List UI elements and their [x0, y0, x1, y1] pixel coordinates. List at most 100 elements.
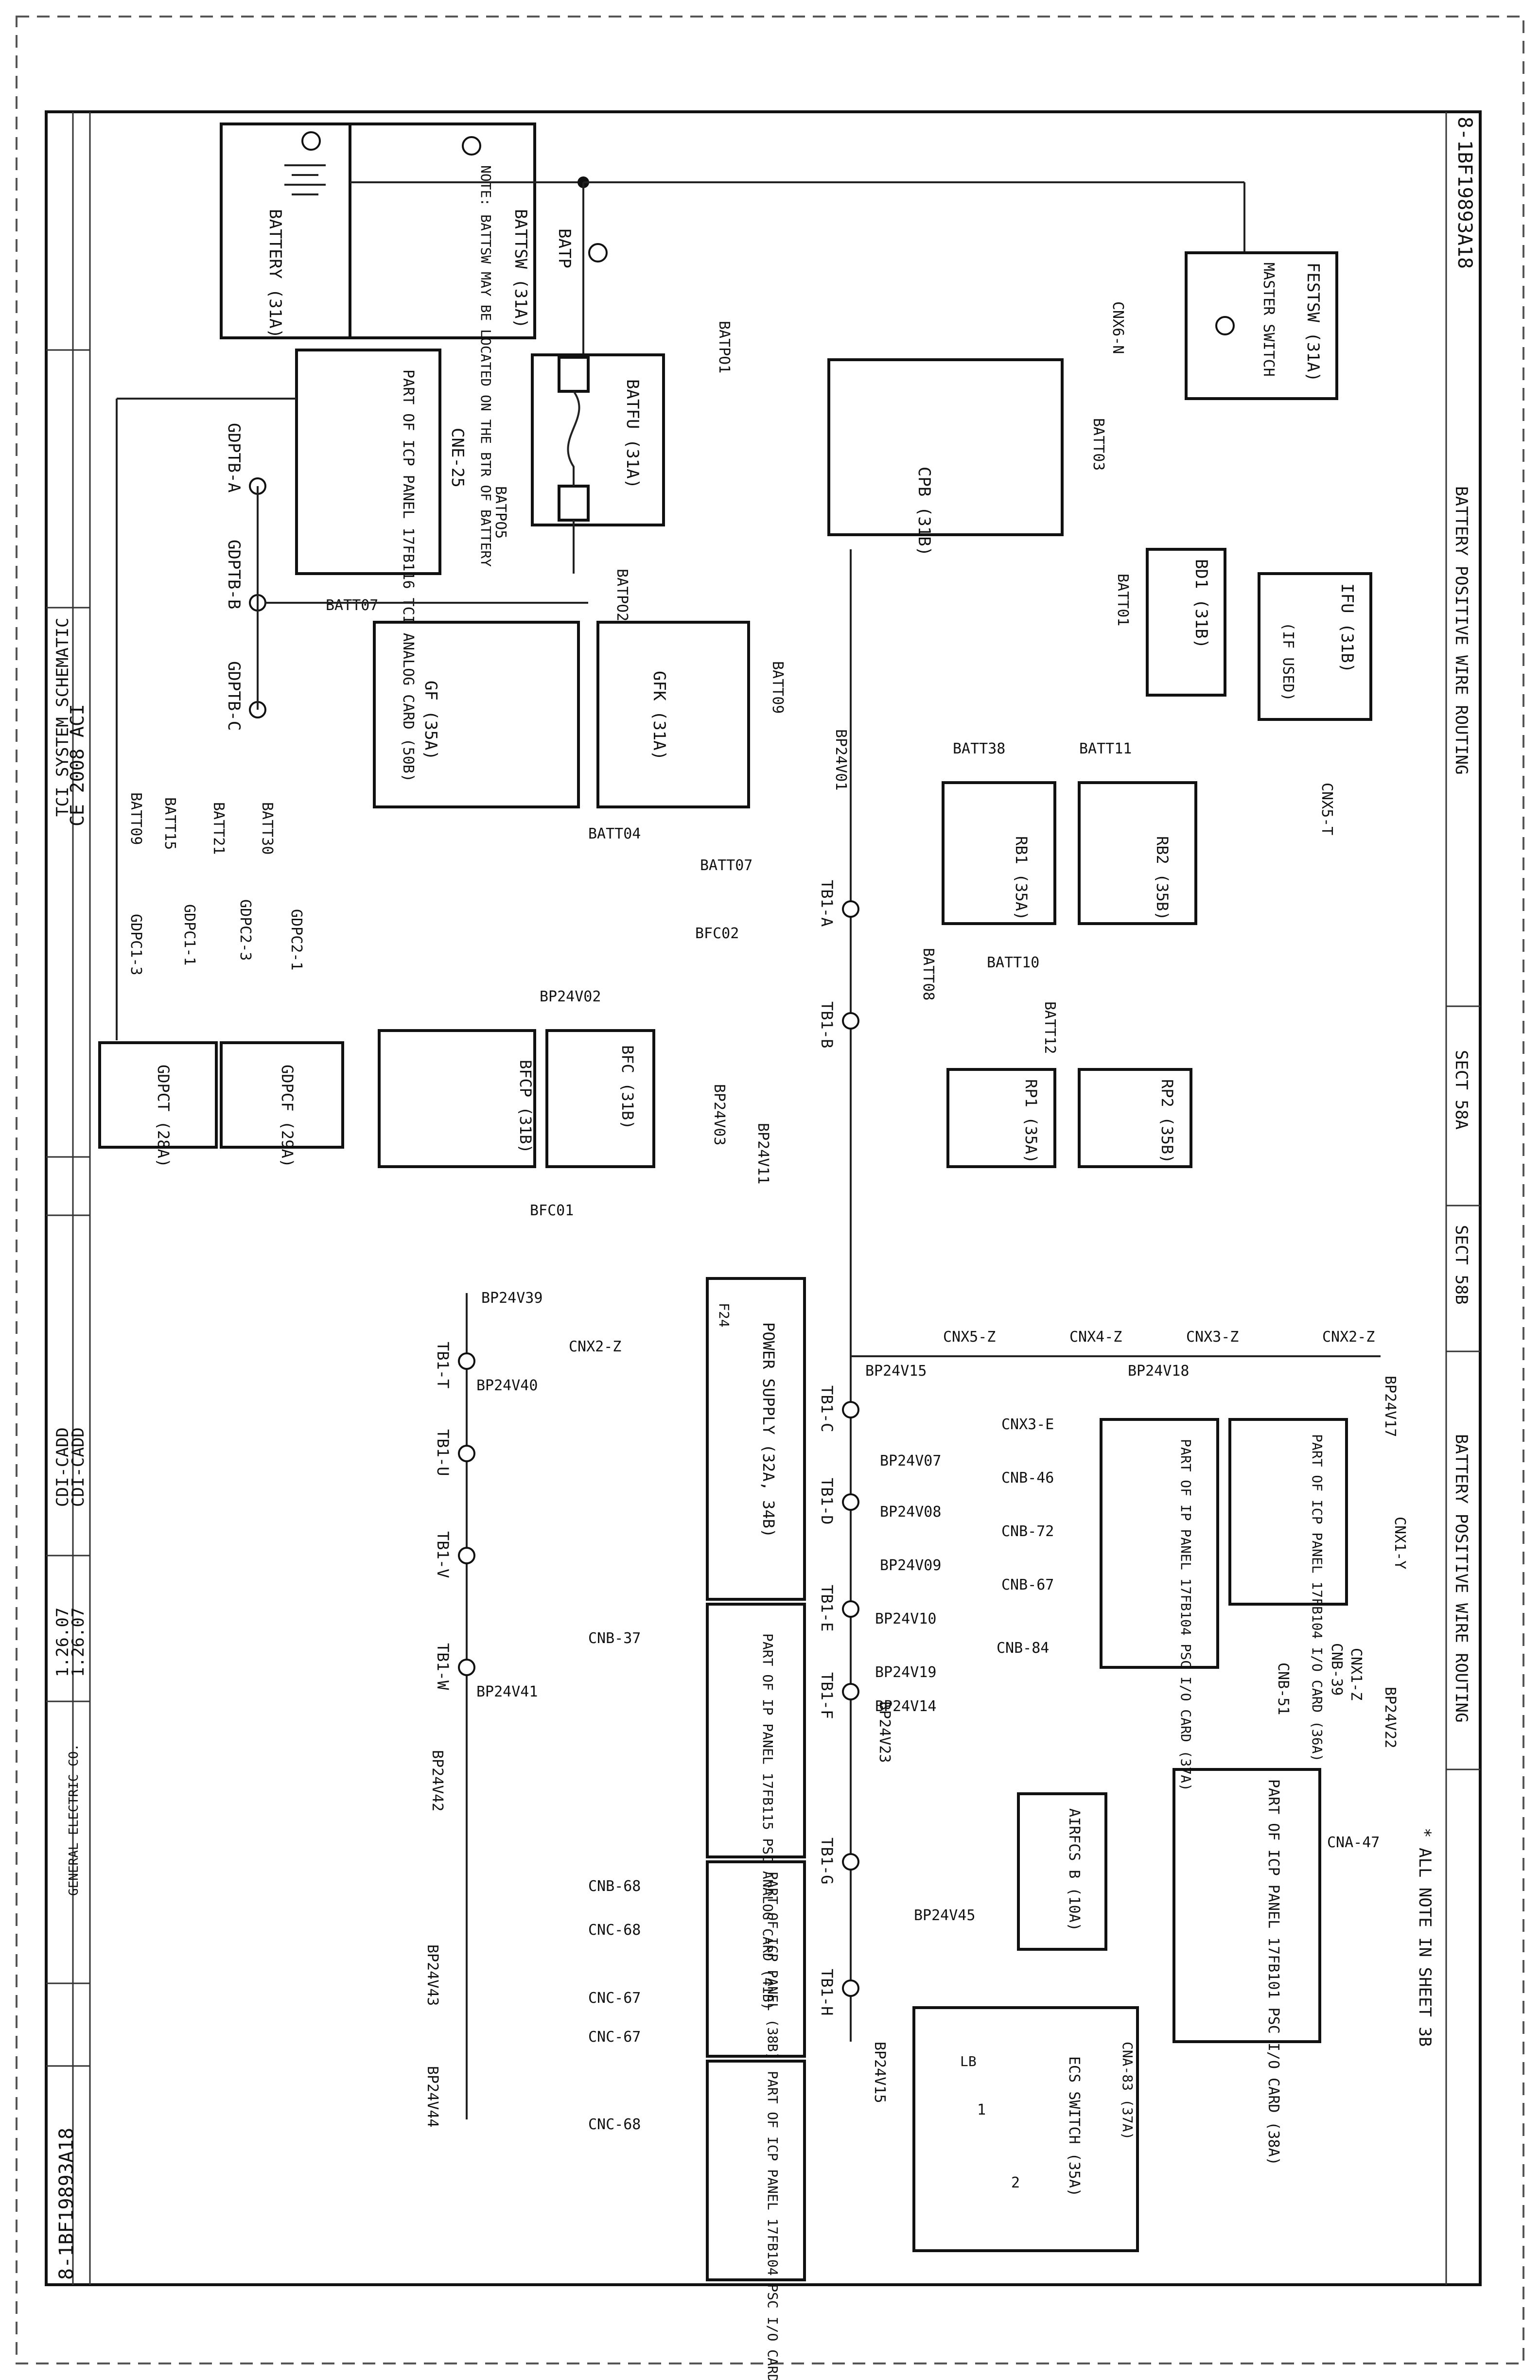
bfc01-label: BFC01: [530, 1202, 574, 1219]
bfcp-label: BFCP (31B): [516, 1060, 535, 1154]
airfcs-label: AIRFCS B (10A): [1066, 1808, 1083, 1931]
tb1-d-label: TB1-D: [818, 1478, 836, 1524]
rb1-box: [942, 781, 1056, 925]
ecs-pos-2: 2: [1011, 2174, 1020, 2191]
bp24v22-label: BP24V22: [1382, 1687, 1399, 1748]
cnc-68-label: CNC-68: [588, 1922, 641, 1939]
ip-rio-box: [1100, 1418, 1219, 1669]
tb1-c-label: TB1-C: [818, 1385, 836, 1432]
bp24v45-label: BP24V45: [914, 1907, 975, 1924]
cnb-37-label: CNB-37: [588, 1630, 641, 1647]
sheet-note: * ALL NOTE IN SHEET 3B: [1415, 1828, 1435, 2047]
cnx5-z-label: CNX5-Z: [943, 1329, 996, 1346]
bp24v40-label: BP24V40: [476, 1377, 538, 1394]
gdptb-c-label: GDPTB-C: [224, 661, 244, 731]
gdpc1-1-label: GDPC1-1: [181, 904, 198, 965]
bp24v43-label: BP24V43: [424, 1944, 441, 2006]
batp-label: BATP: [555, 228, 574, 268]
icp-e-label: PART OF ICP PANEL 17FB104 PSC I/O CARD (…: [765, 2071, 781, 2380]
batt10-label: BATT10: [987, 954, 1039, 971]
bp24v10-label: BP24V10: [875, 1610, 936, 1628]
bp24v15-label: BP24V15: [865, 1363, 927, 1380]
rb2-label: RB2 (35B): [1153, 836, 1172, 920]
cnb-72-label: CNB-46: [1001, 1470, 1054, 1487]
batt15-label: BATT15: [161, 797, 178, 850]
cnc-67b-label: CNC-67: [588, 2029, 641, 2046]
tb1-e-label: TB1-E: [818, 1585, 836, 1631]
drawing-title: TCI SYSTEM SCHEMATIC: [53, 618, 72, 817]
cnx3-e-label: CNX2-Z: [569, 1338, 621, 1355]
bp24v15b-label: BP24V15: [871, 2042, 888, 2103]
gdptb-b-label: GDPTB-B: [224, 540, 244, 609]
battsw-label: BATTSW (31A): [511, 209, 530, 329]
tb1-left-nodes: [458, 1352, 475, 1676]
tb1-f-label: TB1-F: [818, 1672, 836, 1719]
cnc-67-label: CNC-67: [588, 1990, 641, 2007]
icp-panel-a-label: PART OF ICP PANEL 17FB116 TCI ANALOG CAR…: [400, 369, 417, 782]
bp24v44-label: BP24V44: [424, 2066, 441, 2127]
batpo2-label: BATPO2: [613, 569, 630, 621]
tb1-u-label: TB1-U: [434, 1429, 452, 1476]
batt04-label: BATT04: [588, 825, 641, 842]
batpo1-label: BATPO1: [716, 321, 733, 373]
customer-text: CE 2008 ACI: [67, 704, 88, 826]
bfc-box: [545, 1029, 655, 1168]
airfcs-box: [1017, 1792, 1107, 1951]
bp24v18-label: BP24V18: [1128, 1363, 1189, 1380]
icp-e-box: [706, 2060, 806, 2281]
battsw-box: [349, 122, 536, 339]
batt01-label: BATT01: [1114, 574, 1131, 626]
cnb-39-label: CNB-39: [1328, 1643, 1345, 1696]
made-by-text: CDI-CADD: [53, 1427, 72, 1507]
bp24v09-label: BP24V09: [880, 1557, 941, 1574]
batfu-term-a: [558, 356, 590, 393]
icp-rio-label: PART OF ICP PANEL 17FB104 I/O CARD (36A): [1309, 1434, 1325, 1762]
battsw-note: NOTE: BATTSW MAY BE LOCATED ON THE BTR O…: [478, 165, 494, 567]
page-border: [16, 16, 1524, 2364]
title-block-texts: TCI SYSTEM SCHEMATIC CE 2008 ACI CDI-CAD…: [53, 618, 88, 2280]
batt09-label: BATT09: [769, 661, 786, 714]
cpb-box: [827, 358, 1064, 536]
gdpct-label: GDPCT (28A): [154, 1065, 173, 1168]
ip-analog-label: PART OF IP PANEL 17FB115 PSC ANALOG CARD…: [760, 1633, 776, 2010]
cnx1-y-label: CNX1-Y: [1391, 1517, 1408, 1569]
cnx5-t-label: CNX5-T: [1318, 783, 1335, 835]
batt03-label: BATT03: [1090, 418, 1107, 471]
date-made-text: 1.26.07: [53, 1608, 72, 1677]
section-a-label: BATTERY POSITIVE WIRE ROUTING: [1452, 486, 1471, 775]
bp24v11-label: BP24V11: [754, 1123, 771, 1184]
ip-analog-box: [706, 1603, 806, 1858]
batfu-term-b: [558, 485, 590, 522]
cpb-label: CPB (31B): [914, 467, 934, 556]
gdpc2-1-label: GDPC2-1: [288, 909, 305, 970]
icp-card-label: PART OF ICP PANEL 17FB101 PSC I/O CARD (…: [1265, 1779, 1282, 2166]
cnb-67-label: CNB-72: [1001, 1523, 1054, 1540]
gdpcf-box: [220, 1041, 344, 1149]
batp-marker: [588, 243, 608, 262]
right-title-strip: 8-1BF19893A18 BATTERY POSITIVE WIRE ROUT…: [1415, 112, 1480, 2285]
batt07b-label: BATT07: [700, 857, 752, 874]
ecs-pos-1: 1: [977, 2101, 986, 2118]
bp24v02-label: BP24V02: [540, 988, 601, 1005]
bp24v39-label: BP24V39: [481, 1290, 542, 1307]
festsw-box: [1185, 251, 1338, 400]
cnb-84-label: CNB-67: [1001, 1576, 1054, 1593]
tb1-a-label: TB1-A: [818, 880, 836, 927]
batt11-label: BATT11: [1079, 740, 1132, 757]
festsw-label: FESTSW (31A): [1303, 262, 1323, 382]
icp-panel-a-box: [295, 349, 441, 575]
batt12-label: BATT12: [1041, 1001, 1058, 1054]
bd1-box: [1146, 548, 1226, 697]
batpo5-label: BATPO5: [492, 486, 509, 539]
ifu-box: [1258, 572, 1372, 721]
ecs-conn-label: CNA-83 (37A): [1120, 2042, 1136, 2140]
cnx1-z-label: CNX1-Z: [1348, 1648, 1365, 1700]
bp24v23-label: BP24V23: [876, 1701, 893, 1763]
master-switch-label: MASTER SWITCH: [1260, 262, 1277, 377]
battsw-marker: [462, 136, 481, 156]
cnx1-k-label: CNB-84: [997, 1640, 1049, 1657]
cnb-68-label: CNB-68: [588, 1878, 641, 1895]
power-supply-label: POWER SUPPLY (32A, 34B): [759, 1322, 778, 1538]
rp2-box: [1078, 1068, 1192, 1168]
